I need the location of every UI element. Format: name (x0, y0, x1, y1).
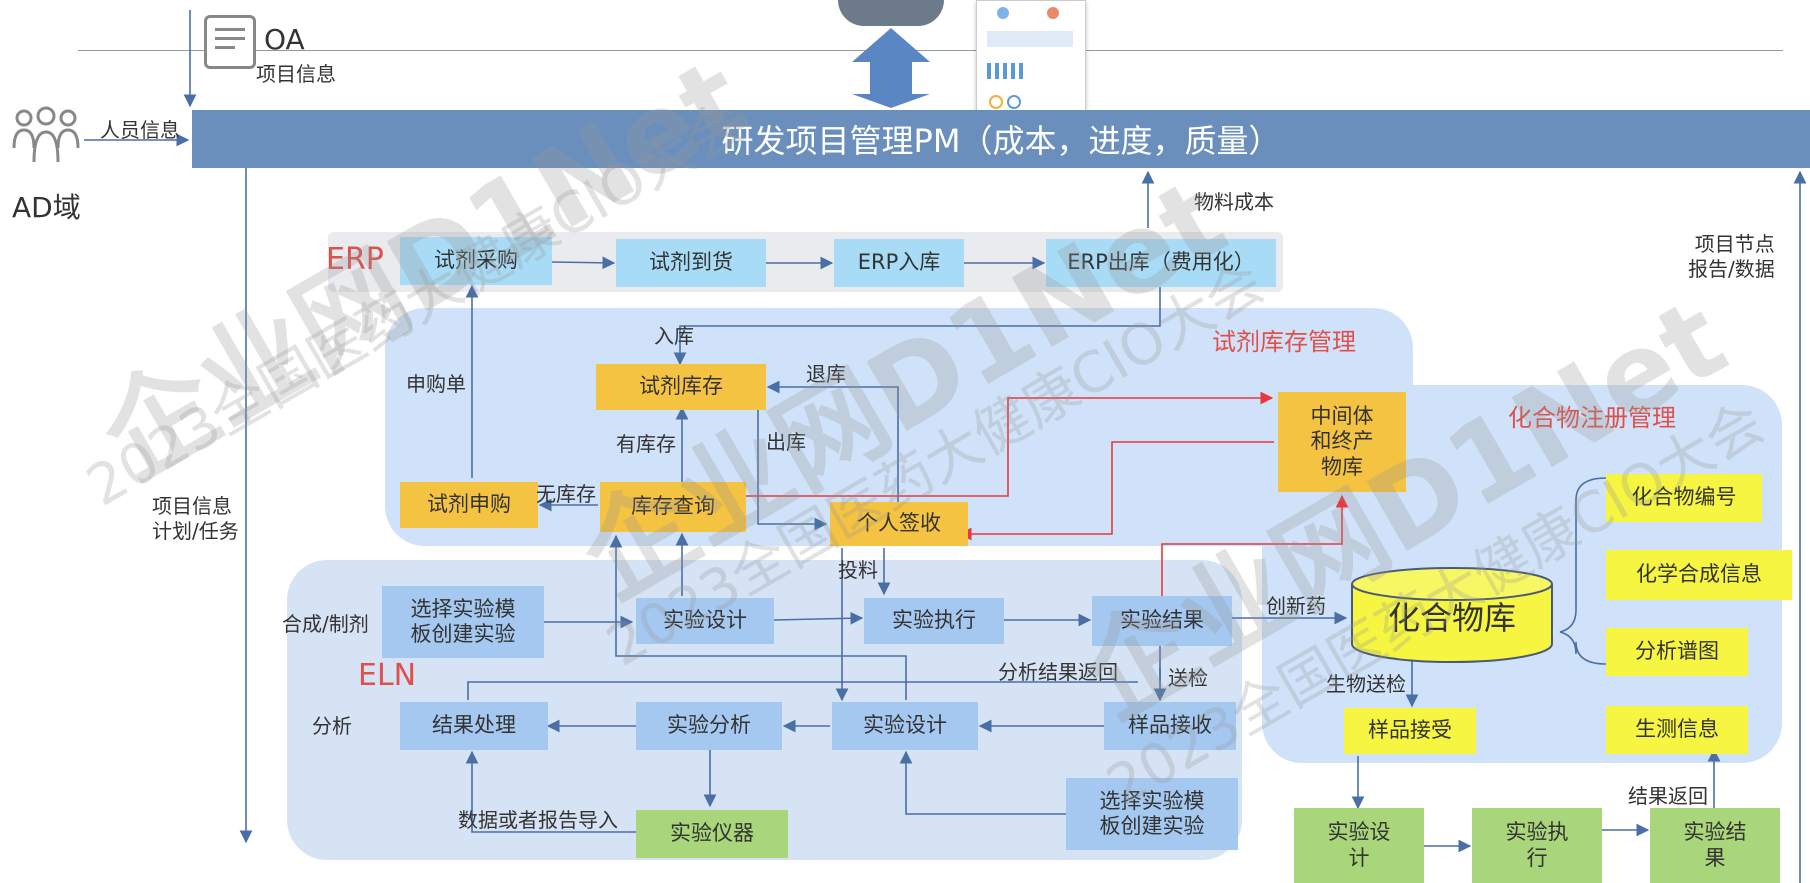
executives-icon (838, 0, 944, 26)
sample-receive-box: 样品接收 (1104, 702, 1236, 750)
label-in: 入库 (654, 324, 694, 348)
execute-box: 实验执行 (864, 598, 1004, 644)
analysis-label: 分析 (312, 714, 352, 738)
template-box-2: 选择实验模 板创建实验 (1066, 778, 1238, 850)
result-box: 实验结果 (1092, 596, 1232, 646)
label-innovative: 创新药 (1266, 594, 1326, 618)
oa-sub-label: 项目信息 (256, 62, 336, 86)
project-plan-label: 项目信息 计划/任务 (152, 494, 239, 543)
erp-step-inbound: ERP入库 (834, 239, 964, 287)
label-bio-send: 生物送检 (1326, 672, 1406, 696)
people-icon (10, 104, 82, 174)
bio-result-box: 实验结 果 (1650, 808, 1780, 883)
label-result-return: 结果返回 (1628, 784, 1708, 808)
oa-label: OA (264, 23, 305, 56)
template-box-1: 选择实验模 板创建实验 (382, 586, 544, 658)
person-info-label: 人员信息 (100, 118, 180, 142)
synthesis-label: 合成/制剂 (282, 612, 369, 636)
attr-synthesis-info: 化学合成信息 (1606, 550, 1792, 600)
process-box: 结果处理 (400, 702, 548, 750)
compound-db-label: 化合物库 (1387, 598, 1516, 637)
bio-design-box: 实验设 计 (1294, 808, 1424, 883)
label-return: 退库 (806, 362, 846, 386)
sample-accept-box: 样品接受 (1344, 708, 1476, 754)
label-out: 出库 (766, 430, 806, 454)
label-has-stock: 有库存 (616, 432, 676, 456)
instrument-box: 实验仪器 (636, 810, 788, 858)
request-box: 试剂申购 (400, 482, 538, 528)
top-divider (78, 50, 1783, 51)
pm-bar: 研发项目管理PM（成本，进度，质量） (192, 110, 1810, 168)
eln-title: ELN (358, 658, 417, 693)
oa-document-icon (204, 15, 256, 69)
compound-db-cylinder (1350, 566, 1554, 664)
erp-step-arrival: 试剂到货 (616, 239, 766, 287)
label-feed: 投料 (838, 558, 878, 582)
compound-title: 化合物注册管理 (1508, 404, 1676, 432)
erp-title: ERP (326, 242, 384, 277)
sign-box: 个人签收 (830, 502, 968, 546)
stock-box: 试剂库存 (596, 364, 766, 410)
erp-step-outbound: ERP出库（费用化） (1046, 239, 1276, 287)
label-no-stock: 无库存 (536, 482, 596, 506)
query-box: 库存查询 (600, 482, 746, 532)
dashboard-thumbnail-icon (976, 0, 1086, 118)
analyze-box: 实验分析 (636, 702, 782, 750)
ad-domain-label: AD域 (12, 191, 81, 224)
intermediate-store-box: 中间体 和终产 物库 (1278, 392, 1406, 492)
design-box-2: 实验设计 (832, 702, 978, 750)
attr-spectrum: 分析谱图 (1606, 628, 1748, 676)
inventory-title: 试剂库存管理 (1212, 328, 1356, 356)
label-analysis-return: 分析结果返回 (998, 660, 1118, 684)
bio-execute-box: 实验执 行 (1472, 808, 1602, 883)
erp-step-purchase: 试剂采购 (400, 237, 552, 285)
milestone-label: 项目节点 报告/数据 (1688, 232, 1775, 281)
attr-compound-id: 化合物编号 (1606, 474, 1762, 522)
material-cost-label: 物料成本 (1194, 190, 1274, 214)
label-data-import: 数据或者报告导入 (458, 808, 618, 832)
label-purchase-order: 申购单 (406, 372, 466, 396)
design-box-1: 实验设计 (636, 598, 774, 644)
label-send-test: 送检 (1168, 666, 1208, 690)
bio-test-info-box: 生测信息 (1606, 706, 1748, 754)
